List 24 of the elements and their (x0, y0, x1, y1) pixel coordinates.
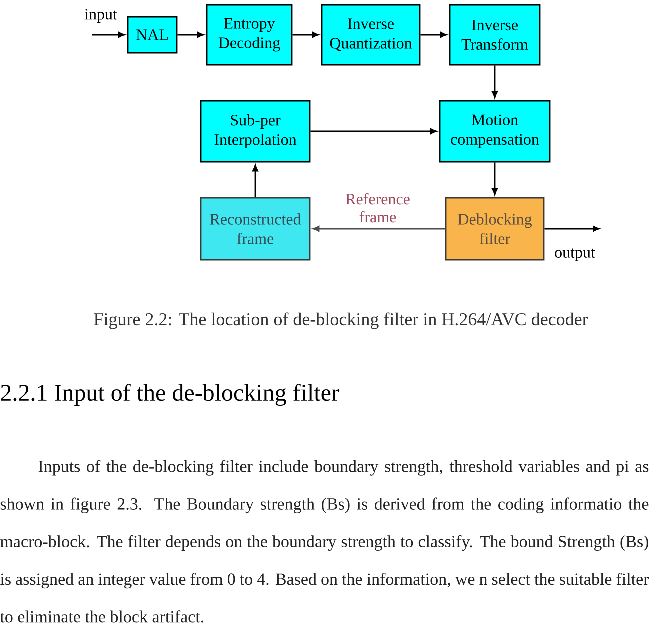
process-box: Entropy Decoding (206, 4, 293, 66)
arrow (492, 66, 498, 98)
arrow (312, 226, 446, 232)
process-box: Reconstructed frame (200, 197, 311, 261)
process-box: Motion compensation (439, 100, 551, 163)
process-box: Inverse Transform (449, 4, 541, 66)
arrow (310, 128, 438, 134)
edge-label: output (554, 248, 596, 262)
arrow (178, 32, 204, 38)
edge-label: Reference frame (344, 192, 412, 224)
arrow (292, 32, 320, 38)
section-heading: 2.2.1 Input of the de-blocking filter (1, 384, 340, 406)
body-paragraph: Inputs of the de-blocking filter include boundary strength, threshold variables and pi as shown in figure 2.3. The Boundary strength (Bs) is derived from the coding informatio the macro-block. The filter depends on the boundary strength to classify. The bound Strength (Bs) is assigned an integer value from 0 to 4. Based on the information, we n select the suitable filter to eliminate the block artifact. (0, 460, 650, 623)
arrow (92, 32, 126, 38)
edge-label: input (84, 8, 118, 24)
process-box: Deblocking filter (445, 197, 545, 261)
figure-caption: Figure 2.2: The location of de-blocking filter in H.264/AVC decoder (94, 312, 588, 330)
arrow (544, 226, 600, 232)
arrow (252, 164, 258, 198)
process-box: Sub-per Interpolation (200, 100, 311, 163)
arrow (420, 32, 448, 38)
process-box: NAL (127, 16, 178, 54)
process-box: Inverse Quantization (321, 4, 421, 66)
arrow (492, 162, 498, 196)
